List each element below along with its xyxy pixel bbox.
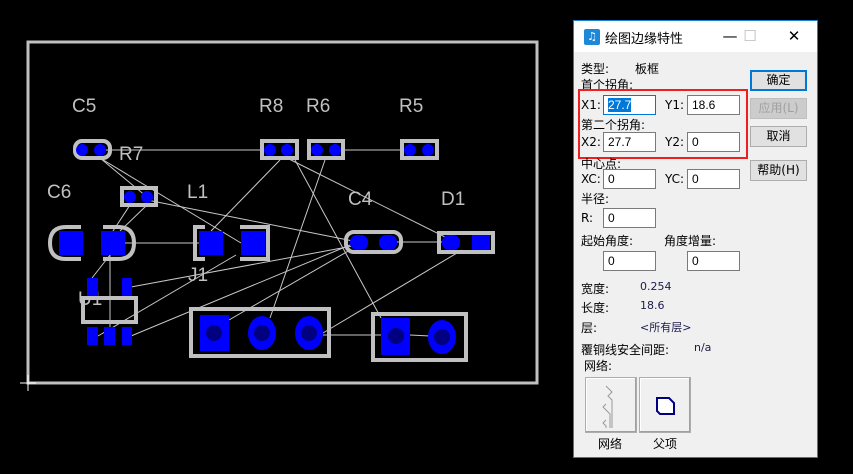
parent-button-label: 父项	[653, 437, 678, 451]
width-value: 0.254	[640, 280, 672, 293]
board-outline[interactable]	[26, 40, 539, 385]
pcb-canvas[interactable]: C5 R8 R6 R5 R7 C6 L1 C4 D1 J1 U1	[0, 0, 573, 474]
parent-shape-icon	[656, 397, 675, 415]
type-value: 板框	[635, 62, 660, 76]
x2-input[interactable]: 27.7	[603, 132, 656, 152]
board-outline-properties-dialog: ♫ 绘图边缘特性 — ☐ ✕ 类型: 板框 首个拐角: X1: 27.7 Y1:…	[573, 20, 818, 458]
ok-button[interactable]: 确定	[750, 70, 807, 91]
length-value: 18.6	[640, 299, 665, 312]
label-c6: C6	[47, 182, 71, 203]
origin-marker-icon	[20, 375, 36, 391]
yc-label: YC:	[665, 172, 685, 186]
apply-button: 应用(L)	[750, 98, 807, 119]
second-corner-label: 第二个拐角:	[581, 118, 646, 132]
x1-label: X1:	[581, 98, 601, 112]
yc-input[interactable]: 0	[687, 169, 740, 189]
x1-value: 27.7	[608, 98, 632, 112]
x2-label: X2:	[581, 135, 601, 149]
parent-button[interactable]	[639, 377, 691, 433]
xc-input[interactable]: 0	[603, 169, 656, 189]
net-button[interactable]	[585, 377, 637, 433]
label-r5: R5	[399, 96, 423, 117]
radius-label: 半径:	[581, 192, 610, 206]
radius-input[interactable]: 0	[603, 208, 656, 228]
type-label: 类型:	[581, 62, 610, 76]
angle-increment-label: 角度增量:	[664, 234, 717, 248]
center-label: 中心点:	[581, 157, 622, 171]
start-angle-input[interactable]: 0	[603, 251, 656, 271]
component-outlines	[47, 139, 495, 362]
y2-label: Y2:	[665, 135, 685, 149]
layer-label: 层:	[581, 321, 598, 335]
pads	[59, 144, 490, 355]
minimize-button[interactable]: —	[722, 27, 738, 45]
y1-label: Y1:	[665, 98, 685, 112]
label-l1: L1	[187, 182, 208, 203]
title-bar[interactable]: ♫ 绘图边缘特性 — ☐ ✕	[574, 21, 817, 52]
label-c5: C5	[72, 96, 96, 117]
label-j1: J1	[188, 265, 208, 286]
width-label: 宽度:	[581, 282, 610, 296]
layer-value: <所有层>	[640, 321, 692, 334]
label-r7: R7	[119, 144, 143, 165]
label-r6: R6	[306, 96, 330, 117]
clearance-value: n/a	[694, 341, 712, 354]
pad-holes	[206, 325, 450, 345]
angle-increment-input[interactable]: 0	[687, 251, 740, 271]
label-r8: R8	[259, 96, 283, 117]
clearance-label: 覆铜线安全间距:	[581, 343, 670, 357]
y1-input[interactable]: 18.6	[687, 95, 740, 115]
first-corner-label: 首个拐角:	[581, 78, 634, 92]
cancel-button[interactable]: 取消	[750, 126, 807, 147]
highlight-box	[578, 89, 748, 159]
xc-label: XC:	[581, 172, 601, 186]
x1-input[interactable]: 27.7	[603, 95, 656, 115]
app-icon: ♫	[584, 29, 600, 45]
help-button[interactable]: 帮助(H)	[750, 160, 807, 181]
dialog-title: 绘图边缘特性	[605, 32, 684, 47]
net-label: 网络:	[584, 359, 613, 373]
maximize-button: ☐	[743, 27, 757, 45]
label-c4: C4	[348, 189, 373, 210]
label-d1: D1	[441, 189, 465, 210]
y2-input[interactable]: 0	[687, 132, 740, 152]
length-label: 长度:	[581, 301, 610, 315]
net-traces-icon	[602, 385, 613, 428]
start-angle-label: 起始角度:	[581, 234, 634, 248]
close-button[interactable]: ✕	[787, 27, 801, 45]
net-button-label: 网络	[598, 437, 623, 451]
r-label: R:	[581, 211, 594, 225]
